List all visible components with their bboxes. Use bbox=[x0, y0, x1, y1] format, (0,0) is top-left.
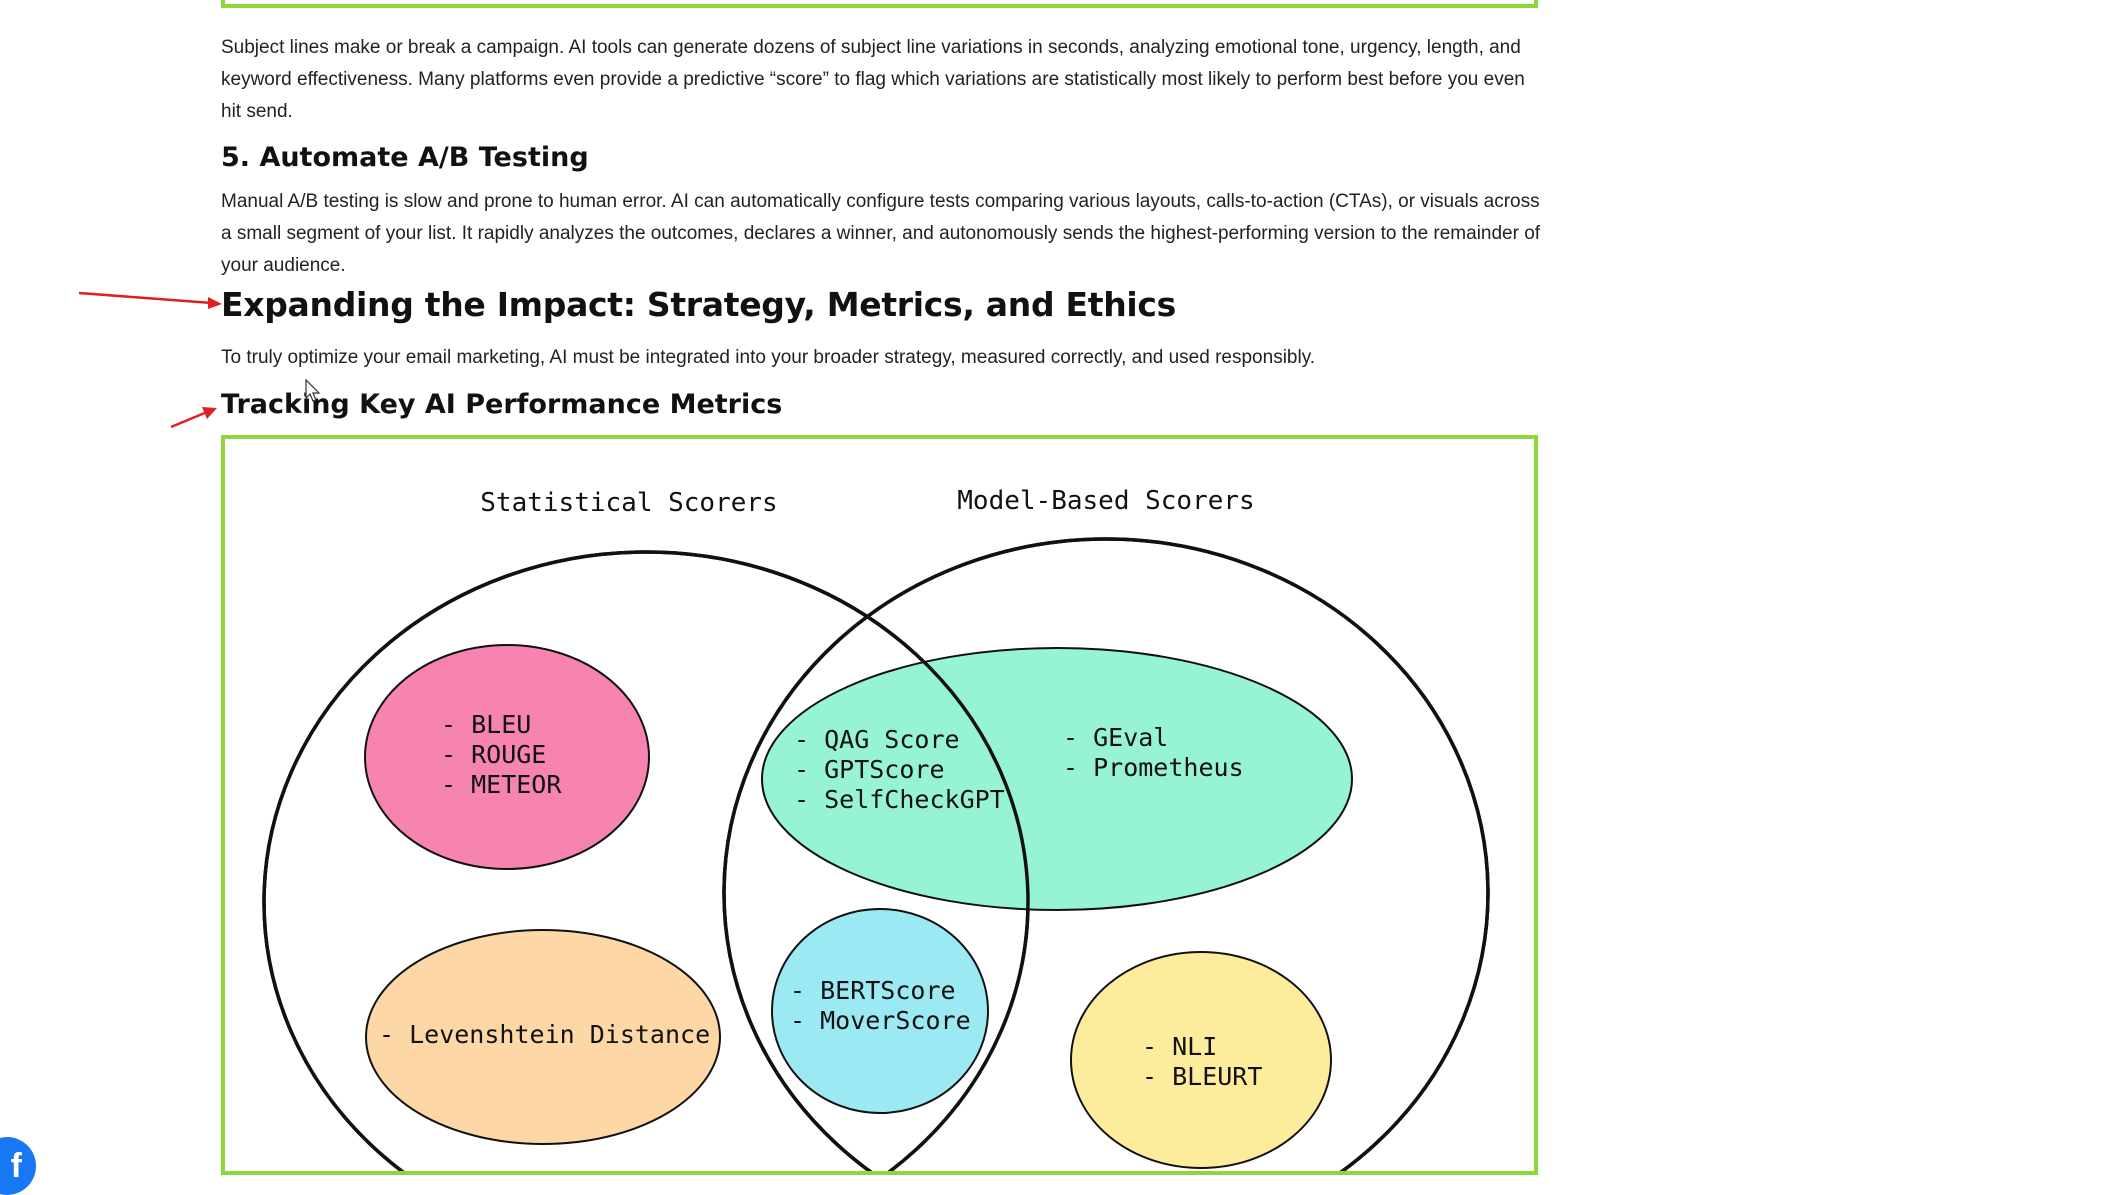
metric-label: - BLEURT bbox=[1142, 1062, 1262, 1091]
metric-label: - MoverScore bbox=[790, 1006, 971, 1035]
metric-label: - Prometheus bbox=[1063, 753, 1244, 782]
metric-label: - SelfCheckGPT bbox=[794, 785, 1005, 814]
metric-label: - METEOR bbox=[441, 770, 562, 799]
metric-label: - GEval bbox=[1063, 723, 1168, 752]
metric-label: - BLEU bbox=[441, 710, 531, 739]
metric-label: - QAG Score bbox=[794, 725, 960, 754]
metric-label: - BERTScore bbox=[790, 976, 956, 1005]
expanding-impact-paragraph: To truly optimize your email marketing, … bbox=[221, 347, 1316, 368]
metric-label: - ROUGE bbox=[441, 740, 546, 769]
statistical-scorers-circle-outline bbox=[262, 550, 1030, 1171]
annotation-arrow-h2 bbox=[78, 291, 222, 309]
venn-diagram-svg: Statistical Scorers Model-Based Scorers … bbox=[262, 486, 1490, 1171]
annotation-arrow-h3 bbox=[170, 407, 217, 429]
section-heading-ab-testing: 5. Automate A/B Testing bbox=[221, 142, 589, 173]
peach-group-ellipse bbox=[365, 929, 721, 1145]
metric-label: - Levenshtein Distance bbox=[379, 1020, 710, 1049]
pink-group-ellipse bbox=[364, 644, 650, 870]
model-based-scorers-title: Model-Based Scorers bbox=[957, 486, 1254, 516]
section-heading-expanding-impact: Expanding the Impact: Strategy, Metrics,… bbox=[221, 285, 1177, 324]
subject-lines-paragraph: Subject lines make or break a campaign. … bbox=[221, 37, 1525, 122]
blue-group-ellipse bbox=[771, 908, 989, 1114]
statistical-scorers-title: Statistical Scorers bbox=[480, 488, 777, 518]
section-heading-tracking-metrics: Tracking Key AI Performance Metrics bbox=[221, 389, 783, 420]
metrics-venn-diagram: Statistical Scorers Model-Based Scorers … bbox=[221, 435, 1538, 1175]
facebook-icon: f bbox=[10, 1147, 22, 1185]
model-based-scorers-circle-outline bbox=[722, 537, 1490, 1171]
previous-image-frame bbox=[221, 0, 1538, 8]
metric-label: - NLI bbox=[1142, 1032, 1217, 1061]
metric-label: - GPTScore bbox=[794, 755, 945, 784]
green-group-ellipse bbox=[761, 647, 1353, 911]
ab-testing-paragraph: Manual A/B testing is slow and prone to … bbox=[221, 191, 1541, 276]
facebook-share-button[interactable]: f bbox=[0, 1137, 36, 1195]
